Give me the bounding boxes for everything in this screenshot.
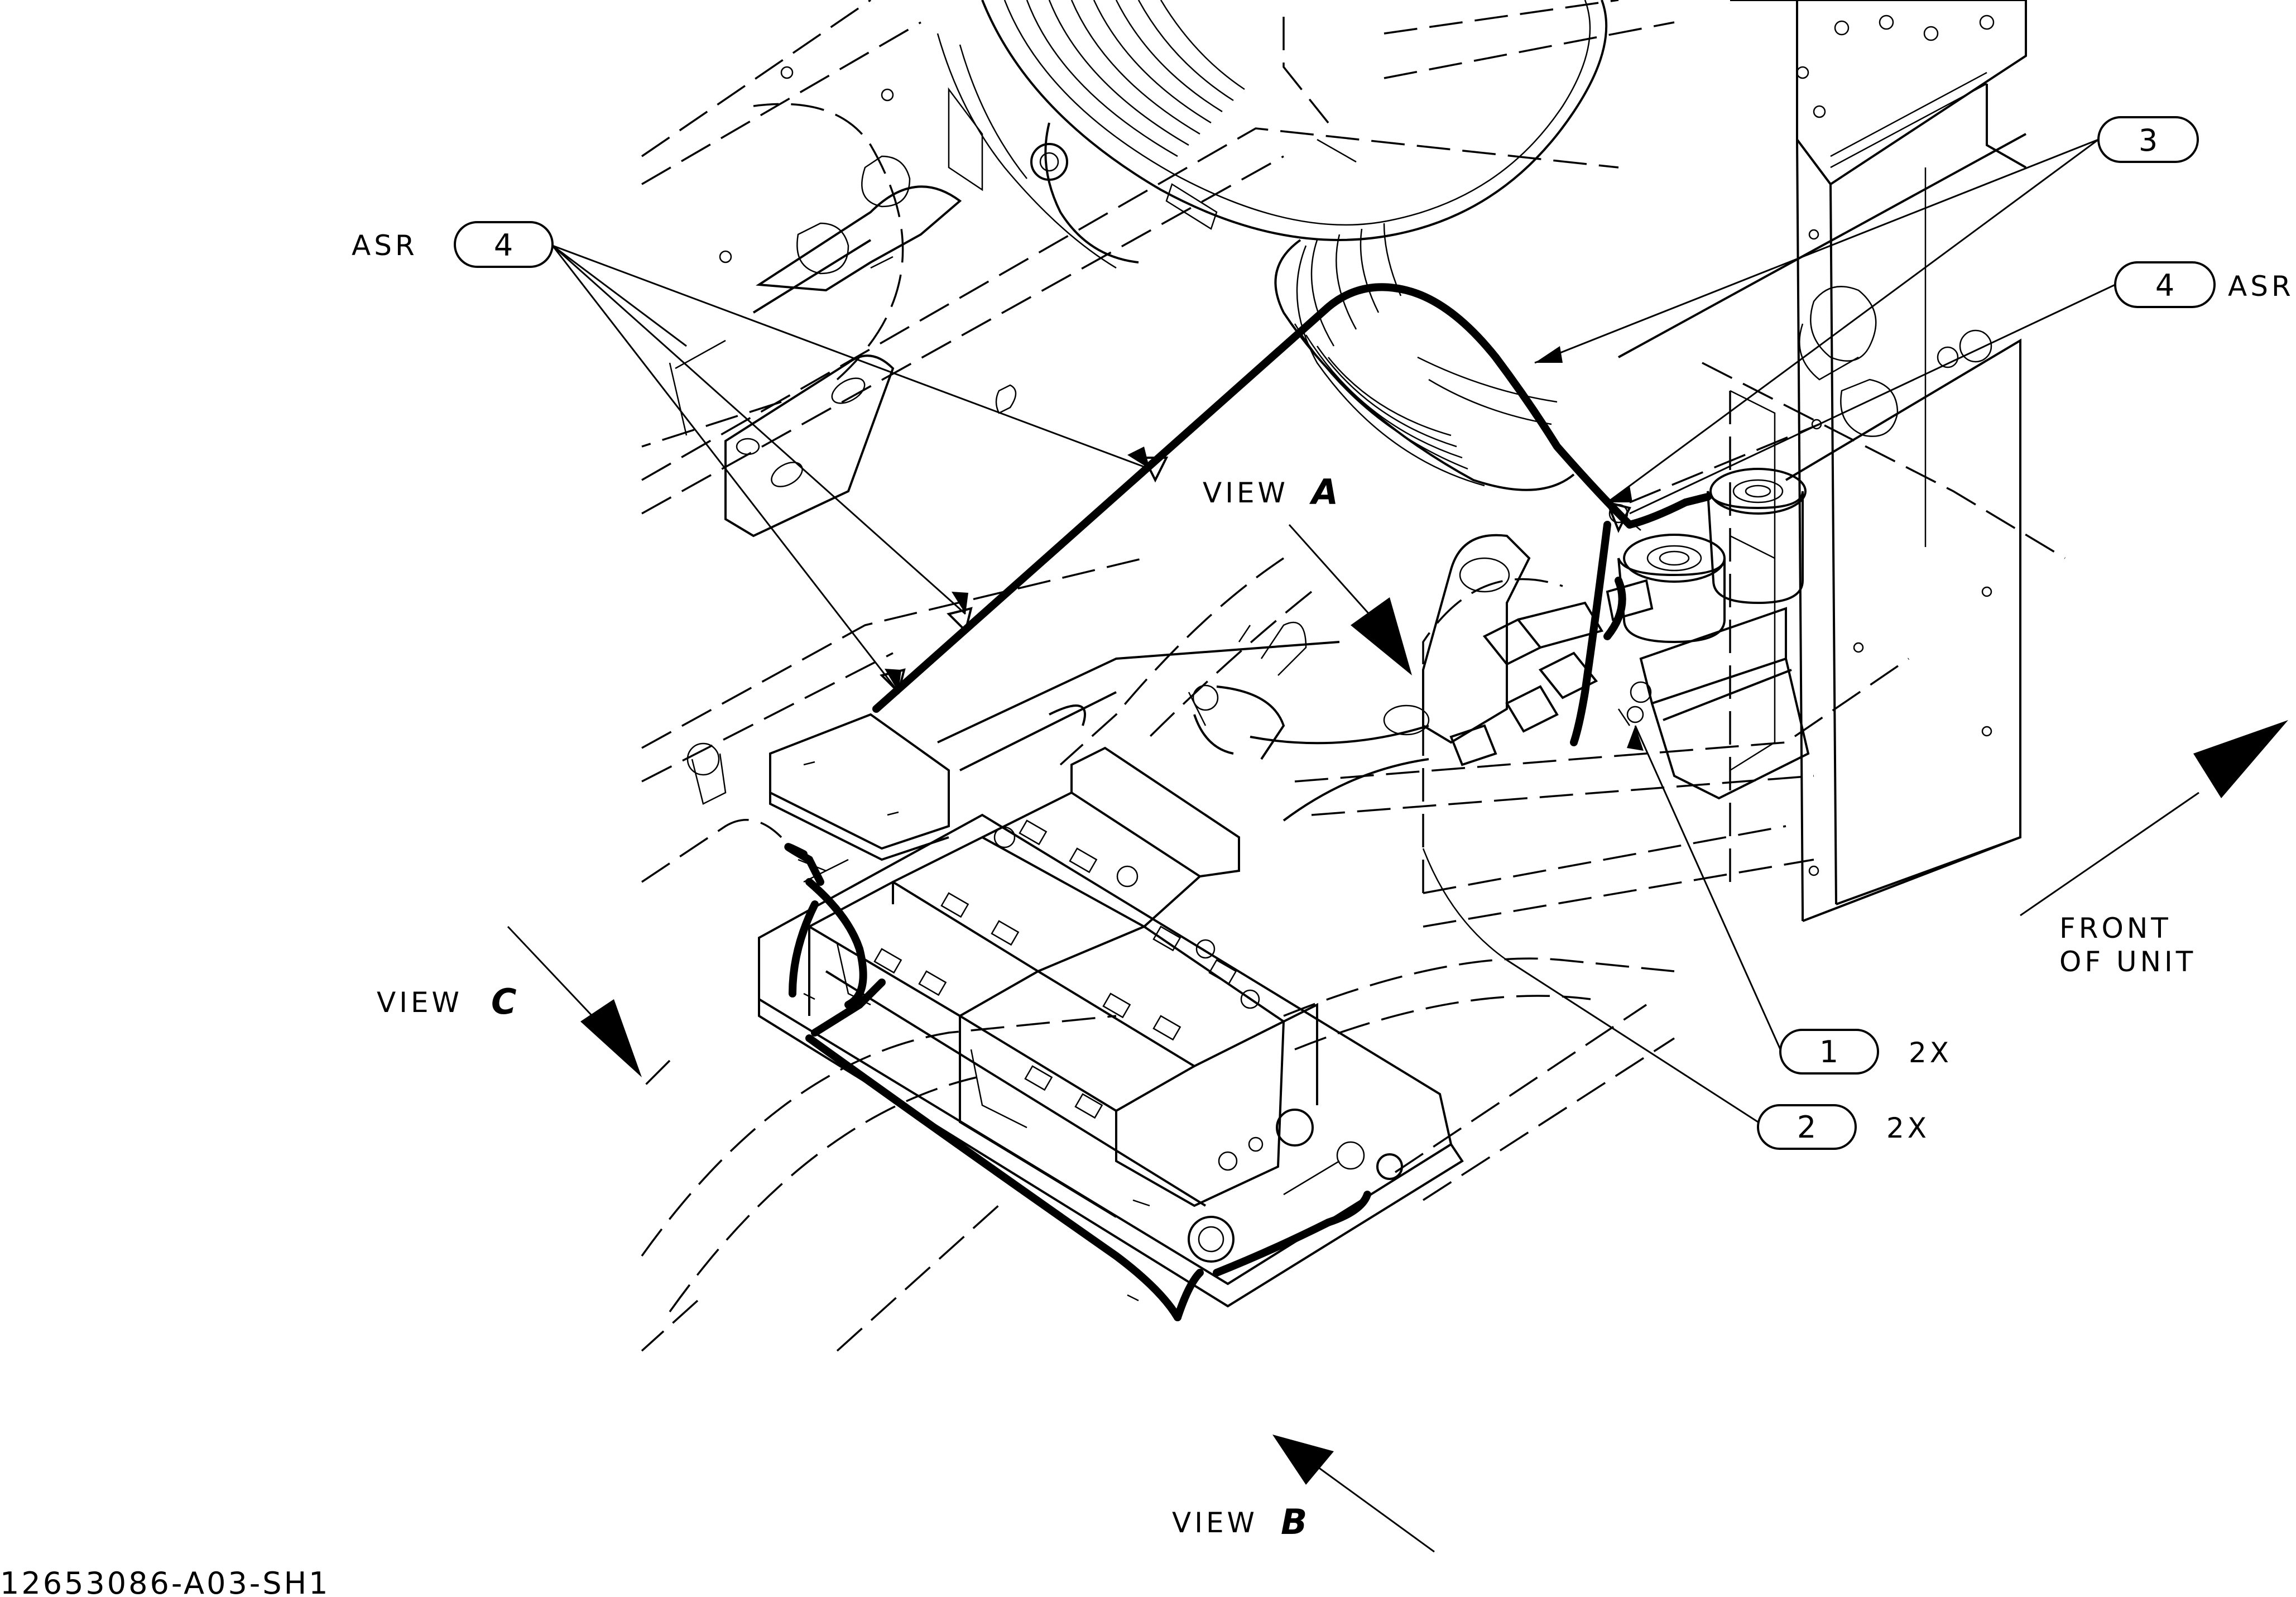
view-c-letter: C bbox=[491, 981, 517, 1022]
front-of-unit-arrow bbox=[2020, 720, 2288, 917]
wiring-harness bbox=[784, 283, 1712, 1321]
phantom-frame-geometry bbox=[641, 0, 2066, 1352]
svg-text:4: 4 bbox=[2155, 268, 2174, 303]
svg-text:4: 4 bbox=[494, 228, 513, 263]
callout-1-qty: 2X bbox=[1909, 1037, 1952, 1069]
view-a-arrow bbox=[1288, 524, 1412, 675]
callout-leaders bbox=[551, 138, 2116, 1123]
filter-canisters bbox=[1617, 468, 1810, 800]
view-a-letter: A bbox=[1309, 472, 1338, 512]
frame-plates bbox=[669, 66, 962, 805]
view-b-letter: B bbox=[1281, 1502, 1307, 1542]
view-b-label: VIEW bbox=[1172, 1507, 1258, 1539]
view-a-label: VIEW bbox=[1203, 477, 1289, 509]
callout-2-qty: 2X bbox=[1886, 1112, 1930, 1144]
radiator-fan-assembly bbox=[936, 0, 1608, 491]
svg-text:2: 2 bbox=[1797, 1110, 1816, 1145]
svg-text:3: 3 bbox=[2139, 123, 2158, 158]
drawing-number: 12653086-A03-SH1 bbox=[0, 1566, 330, 1597]
front-of-unit-line1: FRONT bbox=[2059, 912, 2172, 944]
engine-housing bbox=[1618, 0, 2027, 922]
callout-balloon-3: 3 bbox=[2097, 116, 2199, 163]
view-b-arrow bbox=[1272, 1435, 1435, 1553]
callout-balloon-4-left: 4 bbox=[454, 221, 554, 268]
svg-text:1: 1 bbox=[1819, 1034, 1838, 1070]
asr-label-left: ASR bbox=[352, 229, 418, 262]
leader-arrowheads bbox=[885, 346, 1644, 751]
harness-clips bbox=[798, 457, 1641, 872]
callout-balloon-4-right: 4 bbox=[2114, 261, 2216, 308]
callout-balloon-2: 2 bbox=[1757, 1104, 1857, 1150]
callout-balloon-1: 1 bbox=[1779, 1029, 1879, 1075]
housing-rivets bbox=[1796, 15, 1995, 876]
asr-label-right: ASR bbox=[2228, 270, 2294, 303]
battery-box bbox=[758, 713, 1464, 1308]
view-c-arrow bbox=[507, 925, 642, 1077]
view-c-label: VIEW bbox=[377, 986, 463, 1019]
bracket-leader-curve bbox=[1422, 848, 1759, 1123]
front-of-unit-line2: OF UNIT bbox=[2059, 946, 2196, 978]
